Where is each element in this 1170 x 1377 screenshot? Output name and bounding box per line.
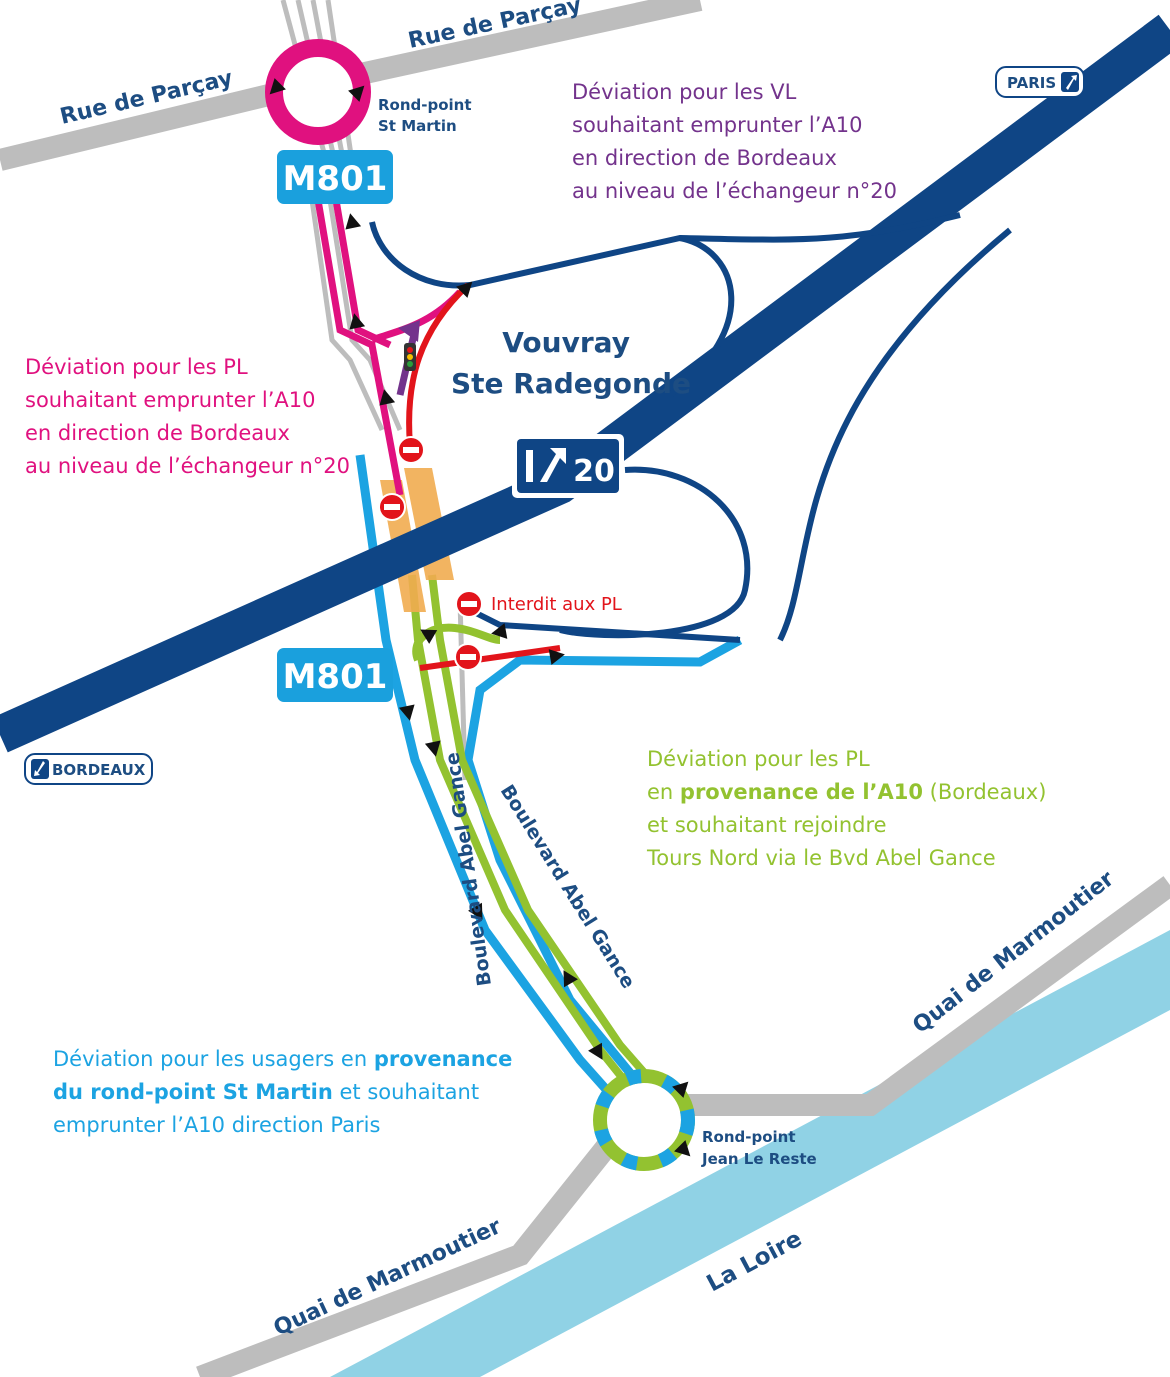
svg-text:20: 20 <box>573 454 615 489</box>
place-label-jean-le-reste: Rond-point Jean Le Reste <box>701 1128 817 1168</box>
traffic-light-icon <box>404 343 416 371</box>
note-pl-provenance: Déviation pour les PL en provenance de l… <box>647 747 1047 870</box>
exit-icon <box>526 450 533 482</box>
note-usagers: Déviation pour les usagers en provenance… <box>53 1047 513 1137</box>
arrow-up-right-icon <box>1061 72 1079 92</box>
direction-arrows <box>263 78 697 1163</box>
quai-marmoutier-right-road <box>665 876 1170 1116</box>
roundabout-st-martin <box>265 39 371 145</box>
svg-text:BORDEAUX: BORDEAUX <box>52 761 146 779</box>
place-label-vouvray: Vouvray Ste Radegonde <box>451 326 691 400</box>
exit-20-sign: 20 <box>512 434 624 498</box>
svg-text:PARIS: PARIS <box>1007 74 1056 92</box>
svg-text:M801: M801 <box>283 159 388 199</box>
m801-sign-top: M801 <box>277 150 393 204</box>
quai-marmoutier-left-road <box>196 1133 621 1377</box>
purple-arrow <box>398 320 420 342</box>
paris-sign: PARIS <box>995 66 1085 98</box>
route-red <box>406 282 561 671</box>
bordeaux-sign: BORDEAUX <box>24 753 153 785</box>
route-green <box>408 574 659 1103</box>
label-interdit-pl: Interdit aux PL <box>491 594 622 615</box>
no-entry-icon <box>378 493 406 521</box>
roundabout-jean-le-reste <box>593 1069 695 1171</box>
route-light-blue <box>355 454 624 1108</box>
route-light-blue-east <box>463 636 743 1088</box>
interchange-ramps <box>369 212 1012 643</box>
svg-text:M801: M801 <box>283 657 388 697</box>
no-entry-icon <box>454 643 482 671</box>
no-entry-icon <box>455 590 483 618</box>
arrow-down-left-icon <box>31 759 49 779</box>
no-entry-icon <box>397 436 425 464</box>
note-pl-bordeaux: Déviation pour les PL souhaitant emprunt… <box>25 355 350 478</box>
m801-sign-bottom: M801 <box>277 648 393 702</box>
place-label-st-martin: Rond-point St Martin <box>378 96 477 135</box>
note-vl: Déviation pour les VL souhaitant emprunt… <box>572 80 897 203</box>
